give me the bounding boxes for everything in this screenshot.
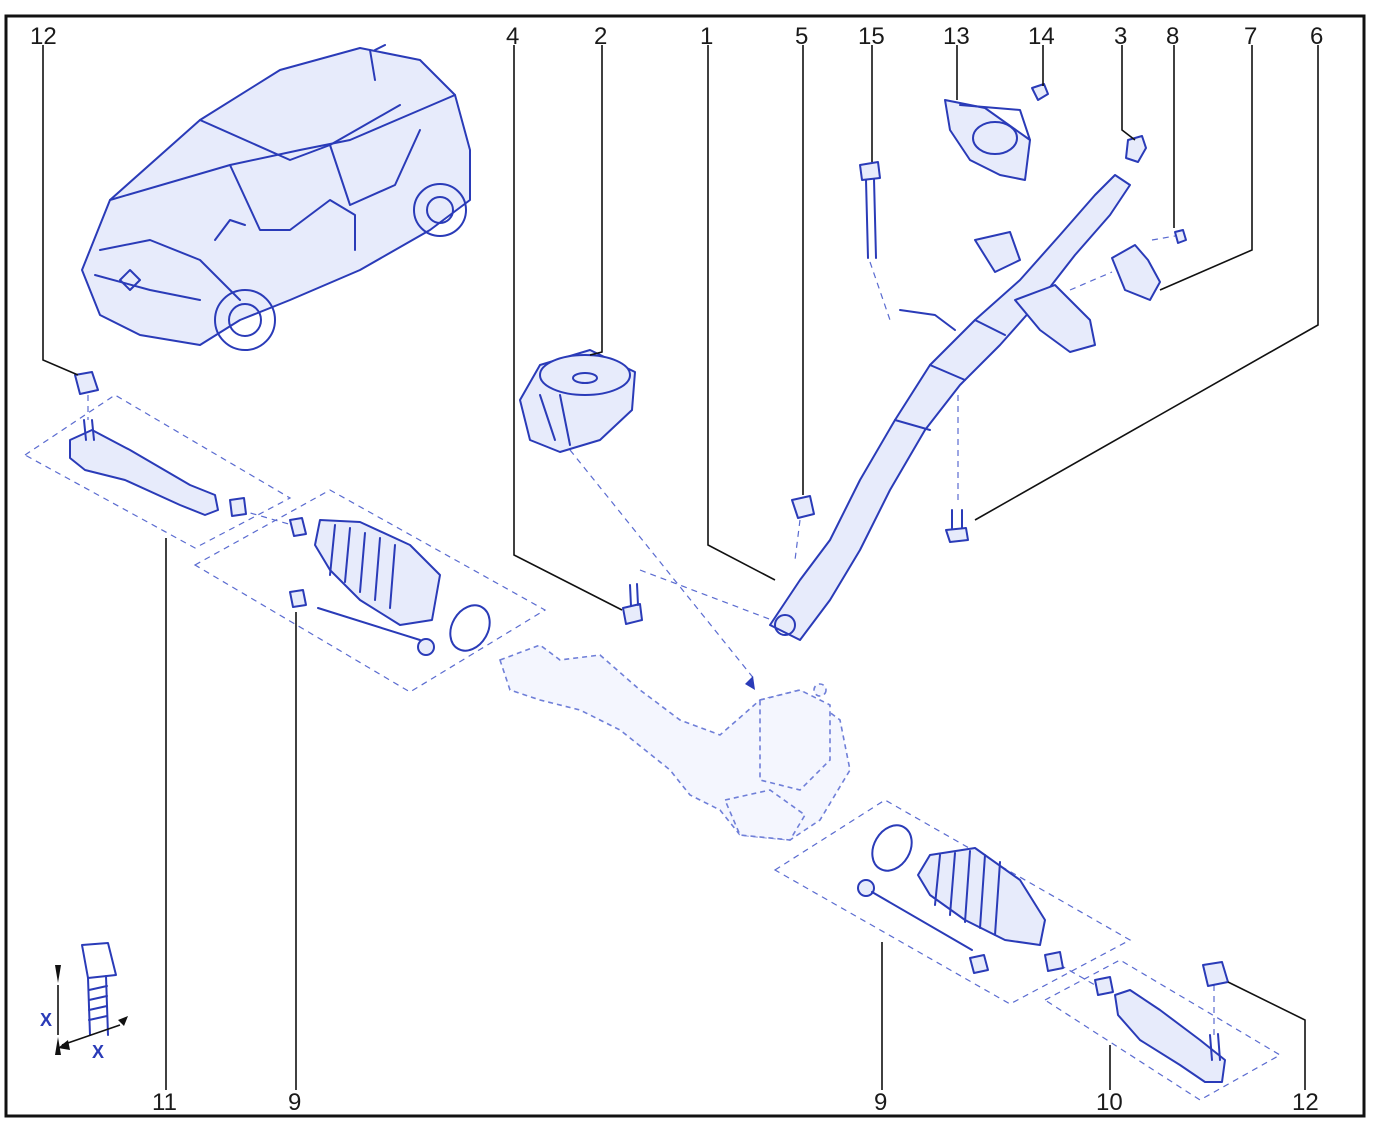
dimension-label-x-horizontal: X xyxy=(92,1042,104,1062)
assembly-outline-right-boot-kit xyxy=(773,799,1132,1005)
dimension-label-x-vertical: X xyxy=(40,1010,52,1030)
part-5-nut xyxy=(791,495,815,519)
callout-10: 10 xyxy=(1096,1089,1123,1116)
part-4-bolt xyxy=(622,583,643,625)
callout-12-bottom: 12 xyxy=(1292,1089,1319,1116)
callout-13: 13 xyxy=(943,23,970,50)
assembly-outline-left-boot-kit xyxy=(193,489,547,693)
part-11-tie-rod-end-left xyxy=(69,419,247,517)
leader-lines xyxy=(42,45,1319,1090)
part-15-long-bolt xyxy=(859,161,881,259)
callout-5: 5 xyxy=(795,23,808,50)
callout-3: 3 xyxy=(1114,23,1127,50)
assembly-outline-left-tie-rod-end xyxy=(23,394,292,549)
part-9-boot-kit-left xyxy=(289,517,491,656)
callout-8: 8 xyxy=(1166,23,1179,50)
diagram-frame xyxy=(4,14,1366,1118)
vehicle-illustration xyxy=(81,44,471,351)
part-10-tie-rod-end-right xyxy=(1094,976,1226,1083)
callout-6: 6 xyxy=(1310,23,1323,50)
callout-12-top: 12 xyxy=(30,23,57,50)
bolt-dimension-detail: X X xyxy=(40,942,128,1062)
part-2-airbag-cover xyxy=(519,349,636,453)
part-12-nut-top xyxy=(74,371,99,395)
part-3-column-nut xyxy=(1125,135,1147,163)
callout-4: 4 xyxy=(506,23,519,50)
callout-11: 11 xyxy=(152,1089,177,1116)
part-9-boot-kit-right xyxy=(857,824,1064,974)
callout-numbers: 12 4 2 1 5 15 13 14 3 8 7 6 11 9 9 10 12 xyxy=(30,23,1323,1116)
part-13-bracket xyxy=(944,99,1031,181)
part-7-switch xyxy=(1111,244,1161,301)
callout-14: 14 xyxy=(1028,23,1055,50)
steering-rack-housing xyxy=(498,644,851,841)
callout-15: 15 xyxy=(858,23,885,50)
assembly-outline-right-tie-rod-end xyxy=(1043,959,1282,1101)
part-6-bolt xyxy=(945,509,969,543)
callout-1: 1 xyxy=(700,23,713,50)
callout-7: 7 xyxy=(1244,23,1257,50)
part-14-nut xyxy=(1031,83,1049,101)
part-12-nut-bottom xyxy=(1202,961,1229,987)
arrow-head-to-rack xyxy=(745,676,755,690)
alignment-lines xyxy=(87,235,1215,1035)
callout-9-left: 9 xyxy=(288,1089,301,1116)
part-1-steering-column xyxy=(769,174,1131,641)
callout-2: 2 xyxy=(594,23,607,50)
callout-9-right: 9 xyxy=(874,1089,887,1116)
part-8-screw xyxy=(1174,229,1187,244)
